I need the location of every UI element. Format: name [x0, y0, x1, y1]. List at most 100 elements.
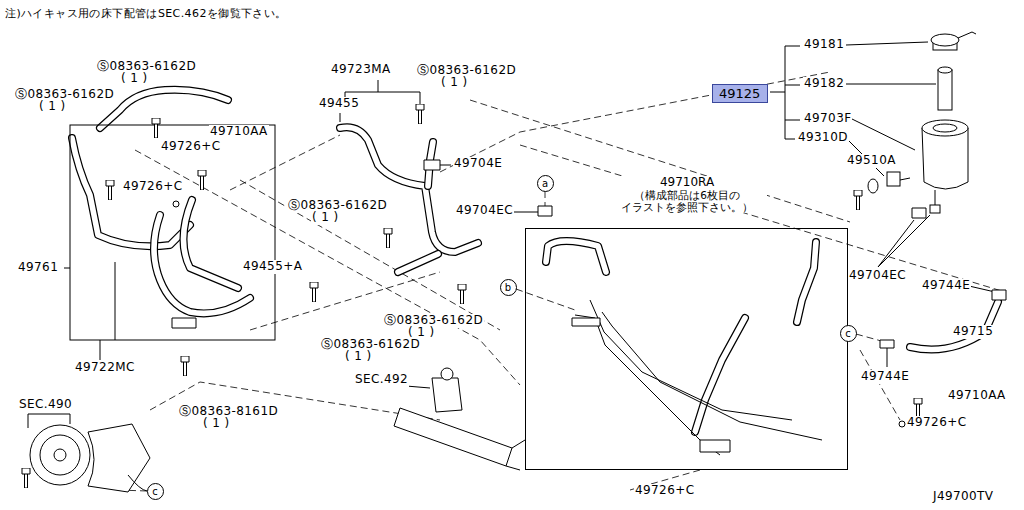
callout-number: 49710AA: [209, 125, 269, 139]
leader-line: [846, 42, 995, 367]
hose: [183, 200, 238, 288]
reservoir: [922, 120, 968, 136]
reference-line: [150, 382, 440, 420]
pump-pulley: [54, 449, 66, 461]
pipe: [340, 127, 478, 252]
reference-line: [240, 180, 500, 330]
cap: [931, 34, 959, 46]
bracket: [572, 318, 600, 326]
hose: [797, 242, 816, 322]
reference-circle: b: [500, 279, 517, 296]
reservoir: [922, 128, 968, 189]
hose: [910, 302, 998, 349]
group-bracket: [115, 262, 116, 340]
nozzle: [935, 190, 936, 205]
clamp: [912, 208, 926, 218]
valve-port: [441, 368, 453, 380]
filter: [887, 172, 900, 186]
drawing-code: J49700TV: [932, 490, 994, 504]
part-number: c: [152, 484, 158, 499]
clamp: [424, 160, 440, 170]
bolt: [181, 356, 189, 376]
quantity: ( 1 ): [202, 417, 231, 431]
part-number: c: [845, 326, 851, 341]
hose: [546, 241, 606, 272]
bolt: [106, 180, 114, 200]
leader-line: [340, 113, 341, 122]
steering-gear: [506, 440, 525, 470]
nozzle: [930, 205, 940, 213]
bolt: [416, 104, 424, 124]
callout-number: 49704EC: [455, 204, 514, 218]
hose: [546, 241, 606, 272]
group-bracket: [70, 125, 275, 340]
leader-line: [406, 386, 430, 388]
sub-assembly-frame: 49710RA（構成部品は6枚目の イラストを参照下さい。）: [525, 228, 848, 470]
callout-number: 49726+C: [634, 484, 695, 498]
reference-line: [230, 135, 340, 190]
part-number-box: 49125: [712, 84, 768, 103]
reference-line: [135, 150, 520, 385]
reference-line: [545, 191, 546, 208]
pipe: [72, 138, 190, 246]
pump-pulley: [30, 425, 90, 485]
reference-circle: c: [840, 325, 857, 342]
strainer: [938, 67, 952, 73]
steering-gear: [394, 408, 512, 466]
pipe: [575, 315, 720, 455]
reference-circle: a: [537, 175, 554, 192]
reservoir: [933, 124, 957, 132]
part-number: b: [505, 280, 511, 295]
bolt: [198, 170, 206, 190]
bracket: [700, 440, 730, 452]
callout-number: 49510A: [846, 154, 897, 168]
hose: [910, 302, 998, 349]
note: 注)ハイキャス用の床下配管はSEC.462を御覧下さい。: [4, 8, 288, 21]
callout-number: 49723MA: [330, 63, 392, 77]
callout-number: 49715: [952, 325, 994, 339]
pipe: [100, 90, 228, 128]
callout-number: 49726+C: [160, 140, 221, 154]
callout-number: 49726+C: [906, 416, 967, 430]
callout-number: 49726+C: [122, 180, 183, 194]
pump-port: [128, 475, 147, 491]
bolt: [458, 284, 466, 304]
leader-line: [64, 268, 70, 269]
bolt: [854, 190, 862, 210]
clip: [172, 318, 196, 328]
washer: [899, 421, 905, 427]
reference-line: [470, 100, 850, 222]
quantity: ( 1 ): [120, 72, 149, 86]
washer: [173, 201, 179, 207]
callout-number: 49181: [803, 38, 845, 52]
cap-wire: [958, 32, 976, 38]
strainer: [938, 70, 952, 110]
pipe: [100, 90, 228, 128]
callout-number: 49455: [318, 97, 360, 111]
section-reference: SEC.492: [354, 373, 409, 387]
part-number: 49710RA: [597, 176, 777, 190]
leader-line: [28, 414, 70, 428]
quantity: ( 1 ): [38, 100, 67, 114]
hose: [695, 318, 745, 432]
valve-body: [432, 378, 462, 412]
part-number: a: [542, 176, 548, 191]
hose: [797, 242, 816, 322]
hose: [154, 215, 250, 313]
bolt: [152, 118, 160, 138]
pump-pulley: [40, 435, 80, 475]
grommet: [868, 179, 878, 193]
clamp: [538, 206, 552, 216]
callout-number: 49703F: [803, 112, 852, 126]
callout-number: 49744E: [860, 370, 910, 384]
nozzle: [900, 178, 910, 180]
group-bracket: [770, 46, 800, 139]
pump-body: [88, 424, 150, 492]
callout-number: 49761: [17, 261, 59, 275]
quantity: ( 1 ): [440, 76, 469, 90]
callout-number: 49710AA: [947, 389, 1007, 403]
reference-line: [440, 72, 830, 172]
bolt: [22, 468, 30, 488]
pipe: [602, 312, 822, 440]
